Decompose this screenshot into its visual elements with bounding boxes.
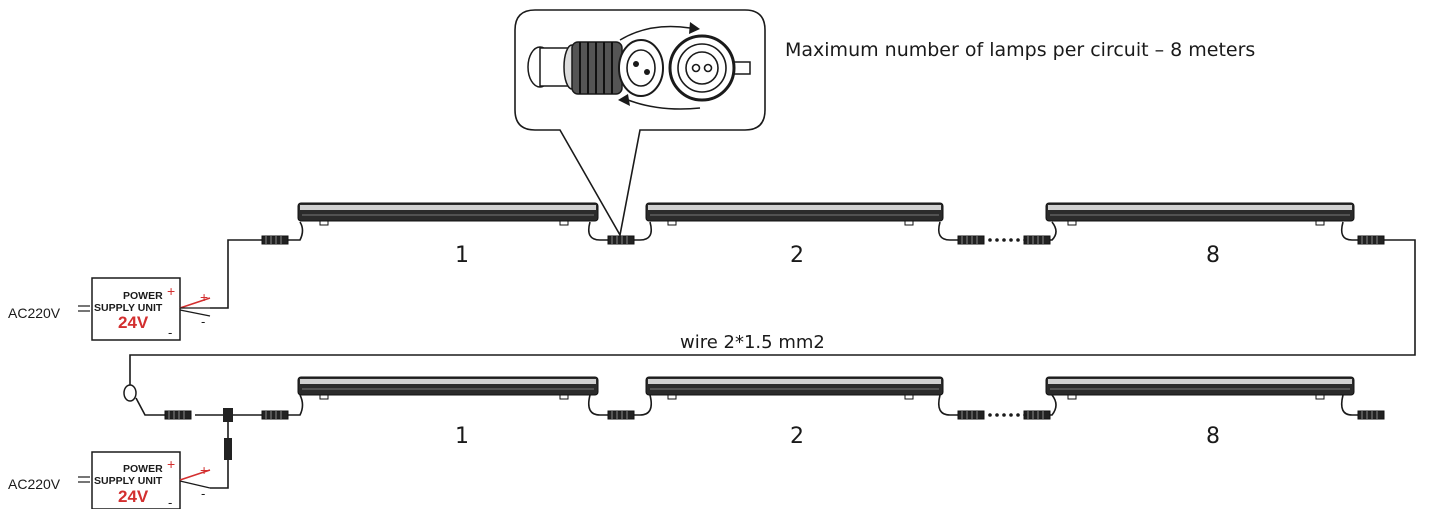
connector-bottom-return — [164, 410, 192, 420]
top-lamp-2 — [645, 202, 944, 226]
wire-minus-top: - — [201, 314, 205, 329]
top-lamp-label-8: 8 — [1206, 243, 1220, 268]
psu-minus-bottom: - — [168, 495, 172, 509]
connector-bottom-end — [1357, 410, 1385, 420]
top-lamp-label-2: 2 — [790, 243, 804, 268]
power-supply-top: AC220V POWER SUPPLY UNIT 24V + - + - — [8, 277, 211, 341]
t-junction — [223, 408, 233, 422]
power-supply-bottom: AC220V POWER SUPPLY UNIT 24V + - + - — [8, 451, 211, 509]
psu-line2-bottom: SUPPLY UNIT — [94, 475, 163, 487]
diagram-title: Maximum number of lamps per circuit – 8 … — [785, 39, 1255, 61]
bottom-lamp-label-1: 1 — [455, 424, 469, 449]
connector-top-2 — [957, 235, 985, 245]
connector-top-psu — [261, 235, 289, 245]
return-cap — [123, 384, 137, 402]
bottom-lamp-8 — [1045, 376, 1355, 400]
chain-dots-bottom — [988, 413, 1027, 417]
bottom-lamp-label-2: 2 — [790, 424, 804, 449]
psu-plus-top: + — [167, 283, 175, 299]
socket-icon — [668, 34, 751, 102]
connector-bottom-2 — [957, 410, 985, 420]
psu-plus-bottom: + — [167, 456, 175, 472]
psu-line1-top: POWER — [123, 290, 163, 302]
psu-line1-bottom: POWER — [123, 463, 163, 475]
bottom-lamp-label-8: 8 — [1206, 424, 1220, 449]
wiring-lines — [129, 221, 1416, 489]
top-lamp-1 — [297, 202, 599, 226]
psu-line2-top: SUPPLY UNIT — [94, 302, 163, 314]
wire-plus-top: + — [200, 289, 208, 305]
plug-icon — [527, 39, 664, 97]
bottom-lamp-1 — [297, 376, 599, 400]
connector-top-8 — [1023, 235, 1051, 245]
ac-input-label-bottom: AC220V — [8, 476, 61, 492]
bottom-lamp-2 — [645, 376, 944, 400]
top-lamp-label-1: 1 — [455, 243, 469, 268]
psu-voltage-top: 24V — [118, 313, 149, 332]
wire-label: wire 2*1.5 mm2 — [680, 332, 825, 353]
rotate-arrow-icon — [618, 22, 701, 110]
wire-plus-bottom: + — [200, 462, 208, 478]
connector-row — [164, 235, 1385, 460]
connector-top-1-2 — [607, 235, 635, 245]
connector-top-end — [1357, 235, 1385, 245]
chain-dots-top — [988, 238, 1027, 242]
wire-minus-bottom: - — [201, 486, 205, 501]
psu-minus-top: - — [168, 325, 172, 340]
junction-lead — [224, 438, 232, 460]
ac-input-label-top: AC220V — [8, 305, 61, 321]
psu-voltage-bottom: 24V — [118, 487, 149, 506]
connector-detail-callout — [514, 9, 766, 238]
top-lamp-8 — [1045, 202, 1355, 226]
connector-bottom-8 — [1023, 410, 1051, 420]
bottom-lamp-row — [297, 376, 1355, 400]
connector-bottom-psu — [261, 410, 289, 420]
connector-bottom-1-2 — [607, 410, 635, 420]
top-lamp-row — [297, 202, 1355, 226]
